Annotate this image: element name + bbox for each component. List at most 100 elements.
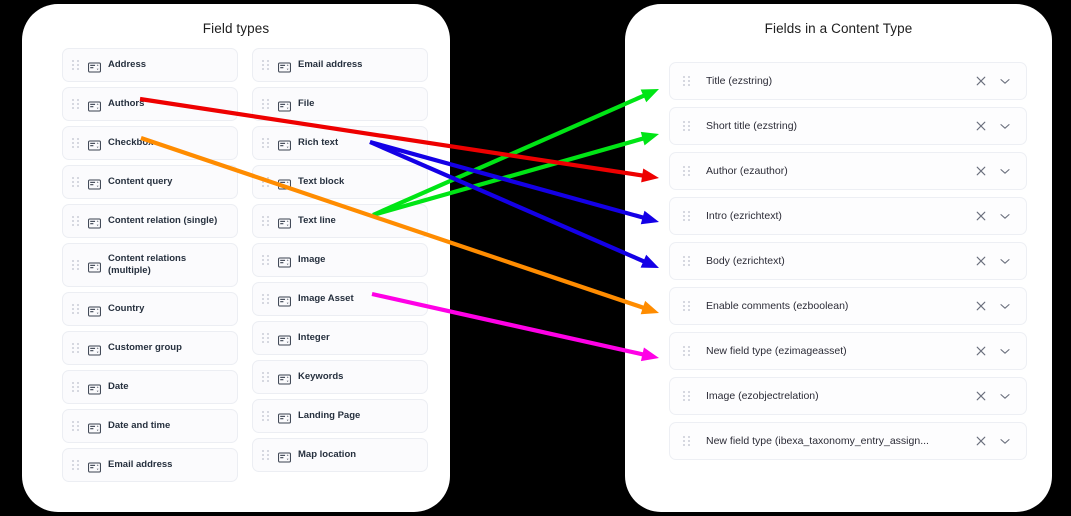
drag-handle-icon[interactable] [71, 215, 79, 227]
drag-handle-icon[interactable] [261, 371, 269, 383]
drag-handle-icon[interactable] [261, 449, 269, 461]
field-type-chip[interactable]: Date [62, 370, 238, 404]
field-row[interactable]: Title (ezstring) [669, 62, 1027, 100]
expand-field-button[interactable] [996, 297, 1014, 315]
expand-field-button[interactable] [996, 252, 1014, 270]
expand-field-button[interactable] [996, 207, 1014, 225]
field-type-chip[interactable]: Keywords [252, 360, 428, 394]
field-row-label: Enable comments (ezboolean) [706, 300, 849, 312]
field-type-chip[interactable]: Email address [252, 48, 428, 82]
drag-handle-icon[interactable] [71, 176, 79, 188]
close-icon[interactable] [972, 342, 990, 360]
field-type-chip[interactable]: Image [252, 243, 428, 277]
drag-handle-icon[interactable] [261, 98, 269, 110]
chevron-down-icon[interactable] [996, 432, 1014, 450]
field-type-chip[interactable]: File [252, 87, 428, 121]
drag-handle-icon[interactable] [71, 459, 79, 471]
chevron-down-icon[interactable] [996, 342, 1014, 360]
drag-handle-icon[interactable] [682, 390, 690, 402]
field-type-chip[interactable]: Content relations (multiple) [62, 243, 238, 287]
field-row[interactable]: Author (ezauthor) [669, 152, 1027, 190]
expand-field-button[interactable] [996, 72, 1014, 90]
field-type-chip[interactable]: Content relation (single) [62, 204, 238, 238]
close-icon[interactable] [972, 117, 990, 135]
drag-handle-icon[interactable] [682, 255, 690, 267]
close-icon[interactable] [972, 72, 990, 90]
drag-handle-icon[interactable] [261, 332, 269, 344]
drag-handle-icon[interactable] [71, 98, 79, 110]
field-type-chip[interactable]: Country [62, 292, 238, 326]
drag-handle-icon[interactable] [682, 300, 690, 312]
expand-field-button[interactable] [996, 162, 1014, 180]
drag-handle-icon[interactable] [261, 59, 269, 71]
field-type-chip[interactable]: Map location [252, 438, 428, 472]
remove-field-button[interactable] [972, 297, 990, 315]
field-type-chip[interactable]: Rich text [252, 126, 428, 160]
close-icon[interactable] [972, 162, 990, 180]
expand-field-button[interactable] [996, 117, 1014, 135]
drag-handle-icon[interactable] [71, 259, 79, 271]
field-type-chip[interactable]: Checkbox [62, 126, 238, 160]
drag-handle-icon[interactable] [682, 75, 690, 87]
chevron-down-icon[interactable] [996, 297, 1014, 315]
field-row[interactable]: Intro (ezrichtext) [669, 197, 1027, 235]
field-type-chip[interactable]: Integer [252, 321, 428, 355]
drag-handle-icon[interactable] [71, 59, 79, 71]
field-row[interactable]: Short title (ezstring) [669, 107, 1027, 145]
close-icon[interactable] [972, 297, 990, 315]
field-row[interactable]: Body (ezrichtext) [669, 242, 1027, 280]
field-row[interactable]: Image (ezobjectrelation) [669, 377, 1027, 415]
content-type-fields-panel: Fields in a Content Type Title (ezstring… [625, 4, 1052, 512]
field-type-chip[interactable]: Customer group [62, 331, 238, 365]
remove-field-button[interactable] [972, 162, 990, 180]
expand-field-button[interactable] [996, 387, 1014, 405]
drag-handle-icon[interactable] [71, 303, 79, 315]
remove-field-button[interactable] [972, 432, 990, 450]
field-row[interactable]: Enable comments (ezboolean) [669, 287, 1027, 325]
close-icon[interactable] [972, 207, 990, 225]
drag-handle-icon[interactable] [682, 210, 690, 222]
drag-handle-icon[interactable] [682, 165, 690, 177]
drag-handle-icon[interactable] [71, 381, 79, 393]
field-type-chip[interactable]: Image Asset [252, 282, 428, 316]
chevron-down-icon[interactable] [996, 252, 1014, 270]
chevron-down-icon[interactable] [996, 117, 1014, 135]
drag-handle-icon[interactable] [261, 176, 269, 188]
remove-field-button[interactable] [972, 342, 990, 360]
field-type-chip[interactable]: Landing Page [252, 399, 428, 433]
remove-field-button[interactable] [972, 72, 990, 90]
field-type-chip[interactable]: Content query [62, 165, 238, 199]
drag-handle-icon[interactable] [682, 345, 690, 357]
drag-handle-icon[interactable] [682, 120, 690, 132]
remove-field-button[interactable] [972, 117, 990, 135]
field-row[interactable]: New field type (ibexa_taxonomy_entry_ass… [669, 422, 1027, 460]
chevron-down-icon[interactable] [996, 387, 1014, 405]
drag-handle-icon[interactable] [261, 410, 269, 422]
field-type-chip[interactable]: Text block [252, 165, 428, 199]
remove-field-button[interactable] [972, 252, 990, 270]
field-type-chip[interactable]: Date and time [62, 409, 238, 443]
drag-handle-icon[interactable] [71, 342, 79, 354]
remove-field-button[interactable] [972, 207, 990, 225]
chevron-down-icon[interactable] [996, 162, 1014, 180]
field-type-chip[interactable]: Address [62, 48, 238, 82]
field-type-chip[interactable]: Text line [252, 204, 428, 238]
field-type-chip[interactable]: Authors [62, 87, 238, 121]
drag-handle-icon[interactable] [682, 435, 690, 447]
close-icon[interactable] [972, 252, 990, 270]
remove-field-button[interactable] [972, 387, 990, 405]
expand-field-button[interactable] [996, 432, 1014, 450]
field-row[interactable]: New field type (ezimageasset) [669, 332, 1027, 370]
close-icon[interactable] [972, 432, 990, 450]
chevron-down-icon[interactable] [996, 72, 1014, 90]
drag-handle-icon[interactable] [261, 254, 269, 266]
close-icon[interactable] [972, 387, 990, 405]
drag-handle-icon[interactable] [261, 293, 269, 305]
field-type-chip[interactable]: Email address [62, 448, 238, 482]
drag-handle-icon[interactable] [261, 215, 269, 227]
drag-handle-icon[interactable] [71, 137, 79, 149]
expand-field-button[interactable] [996, 342, 1014, 360]
chevron-down-icon[interactable] [996, 207, 1014, 225]
drag-handle-icon[interactable] [261, 137, 269, 149]
drag-handle-icon[interactable] [71, 420, 79, 432]
